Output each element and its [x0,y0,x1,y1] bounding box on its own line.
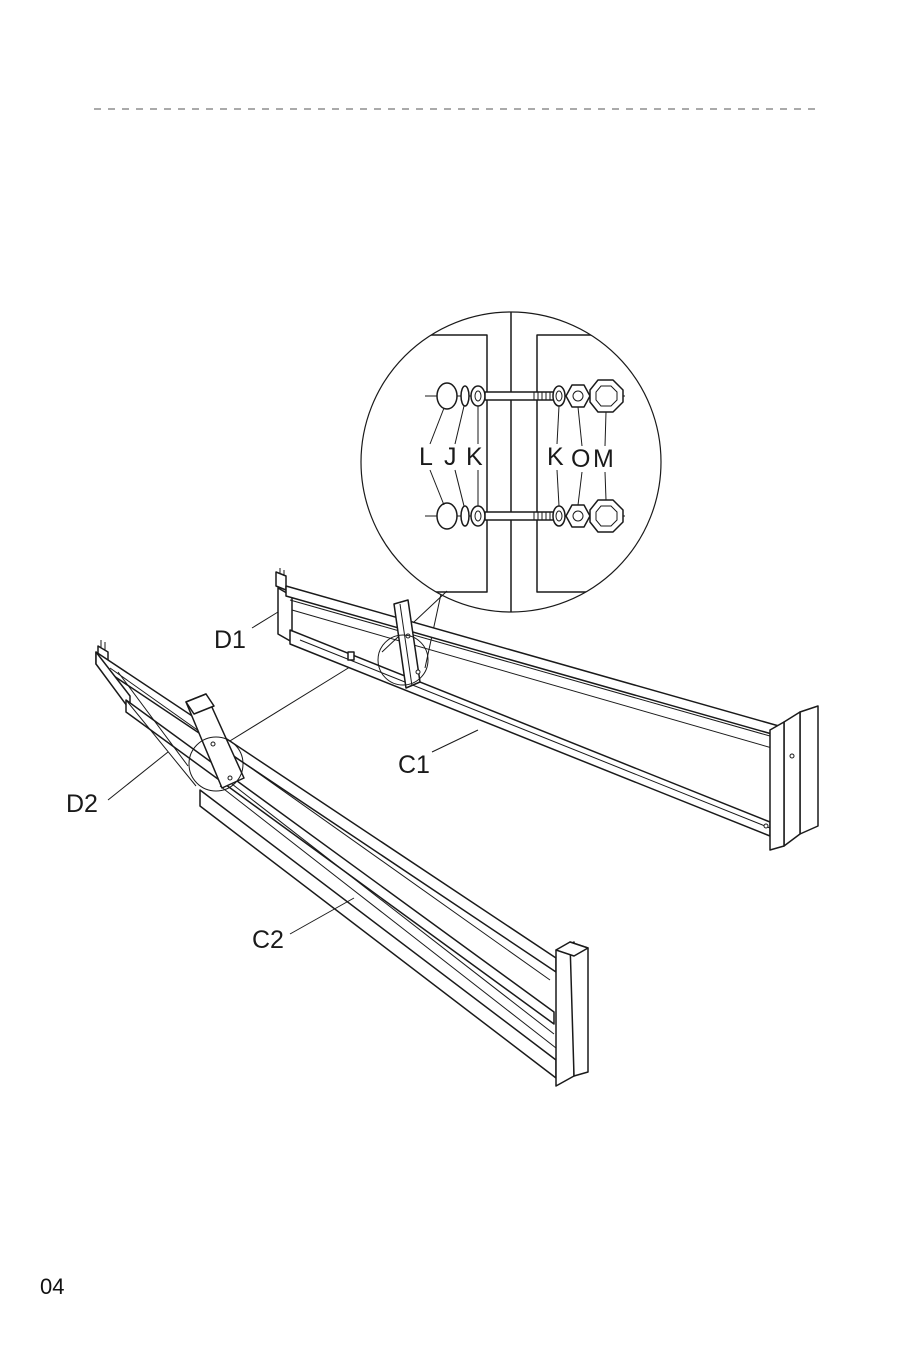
label-d2: D2 [66,790,98,818]
page-number: 04 [40,1274,64,1299]
frame-c2-d2 [96,640,588,1086]
label-c2: C2 [252,926,284,954]
detail-zoom: L J K K O M [361,300,661,620]
detail-label-j: J [444,443,457,471]
frame-c1-d1 [276,568,818,850]
label-d1: D1 [214,626,246,654]
detail-label-k-right: K [547,443,564,471]
detail-label-o: O [571,445,590,473]
zoom-connector [212,662,358,752]
detail-label-m: M [593,445,614,473]
label-c1: C1 [398,751,430,779]
detail-label-k-left: K [466,443,483,471]
detail-label-l: L [419,443,433,471]
